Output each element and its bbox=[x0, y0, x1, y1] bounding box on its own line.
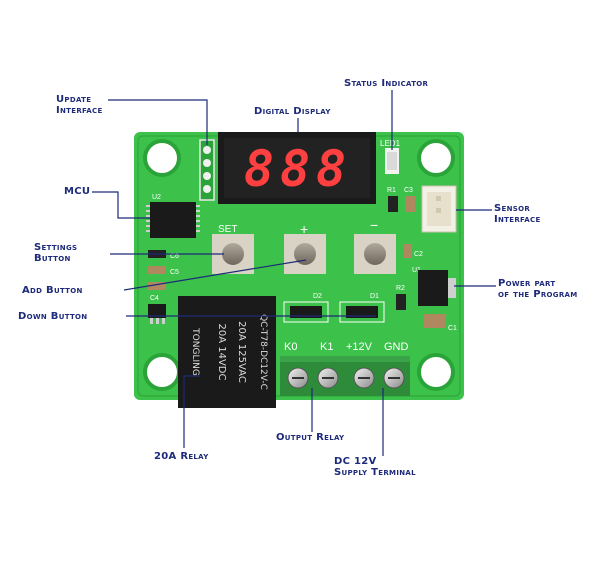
leader-update-interface bbox=[108, 99, 208, 145]
label-sensor-interface: Sensor Interface bbox=[494, 203, 541, 225]
relay-rating1: 20A 125VAC bbox=[236, 321, 247, 383]
add-button[interactable] bbox=[284, 234, 326, 274]
mounting-hole-bl bbox=[143, 353, 181, 391]
leader-add-button bbox=[123, 259, 307, 291]
silk-d2: D2 bbox=[313, 293, 322, 300]
silk-c3: C3 bbox=[404, 187, 413, 194]
sensor-connector bbox=[421, 185, 457, 233]
leader-mcu bbox=[92, 191, 150, 219]
silk-r1: R1 bbox=[387, 187, 396, 194]
silk-k0: K0 bbox=[284, 341, 297, 353]
label-down-button: Down Button bbox=[18, 311, 88, 322]
label-settings-button: Settings Button bbox=[34, 242, 78, 264]
silk-gnd: GND bbox=[384, 341, 409, 353]
capacitor-c5 bbox=[148, 266, 166, 274]
diode-d1 bbox=[339, 301, 385, 323]
label-update-interface: Update Interface bbox=[56, 94, 103, 116]
terminal-screw-12v[interactable] bbox=[353, 367, 375, 389]
mcu-chip bbox=[146, 202, 200, 238]
silk-u1: U1 bbox=[412, 267, 421, 274]
silk-12v: +12V bbox=[346, 341, 373, 353]
capacitor-c3 bbox=[405, 196, 415, 212]
resistor-r1 bbox=[388, 196, 398, 212]
label-mcu: MCU bbox=[64, 186, 91, 197]
status-led bbox=[385, 148, 399, 174]
label-20a-relay: 20A Relay bbox=[154, 451, 209, 462]
silk-led1: LED1 bbox=[380, 139, 401, 148]
silk-r2: R2 bbox=[396, 285, 405, 292]
silk-c1: C1 bbox=[448, 325, 457, 332]
mounting-hole-br bbox=[417, 353, 455, 391]
silk-c6: C6 bbox=[170, 253, 179, 260]
silk-set: SET bbox=[218, 224, 237, 235]
terminal-screw-k0[interactable] bbox=[287, 367, 309, 389]
capacitor-c4 bbox=[148, 282, 166, 290]
silk-u2: U2 bbox=[152, 194, 161, 201]
silk-d1: D1 bbox=[370, 293, 379, 300]
silk-c2: C2 bbox=[414, 251, 423, 258]
terminal-screw-gnd[interactable] bbox=[383, 367, 405, 389]
digital-display: 888 bbox=[218, 132, 376, 204]
label-power-part: Power part of the Program bbox=[498, 278, 578, 300]
silk-c4: C4 bbox=[150, 295, 159, 302]
relay-20a: QC-T78-DC12V-C 20A 125VAC 20A 14VDC TONG… bbox=[178, 296, 276, 408]
label-add-button: Add Button bbox=[22, 285, 83, 296]
relay-brand: TONGLING bbox=[190, 327, 200, 376]
regulator-u1 bbox=[418, 270, 456, 306]
resistor-r2 bbox=[396, 294, 406, 310]
mounting-hole-tl bbox=[143, 139, 181, 177]
silk-minus: − bbox=[370, 217, 378, 233]
label-digital-display: Digital Display bbox=[254, 106, 331, 117]
diode-d2 bbox=[283, 301, 329, 323]
relay-model: QC-T78-DC12V-C bbox=[258, 314, 268, 390]
terminal-screw-k1[interactable] bbox=[317, 367, 339, 389]
label-output-relay: Output Relay bbox=[276, 432, 345, 443]
silk-c5: C5 bbox=[170, 269, 179, 276]
capacitor-c1 bbox=[424, 314, 446, 328]
display-digits: 888 bbox=[244, 140, 352, 198]
transistor-q1 bbox=[148, 304, 166, 324]
label-status-indicator: Status Indicator bbox=[344, 78, 429, 89]
leader-lines bbox=[92, 90, 496, 456]
relay-rating2: 20A 14VDC bbox=[216, 324, 227, 381]
silk-k1: K1 bbox=[320, 341, 333, 353]
silk-plus: + bbox=[300, 221, 308, 237]
label-dc-supply: DC 12V Supply Terminal bbox=[334, 456, 416, 478]
update-interface-header bbox=[199, 139, 215, 201]
leader-20a-relay bbox=[183, 375, 200, 448]
down-button[interactable] bbox=[354, 234, 396, 274]
mounting-hole-tr bbox=[417, 139, 455, 177]
capacitor-c2 bbox=[404, 244, 412, 258]
